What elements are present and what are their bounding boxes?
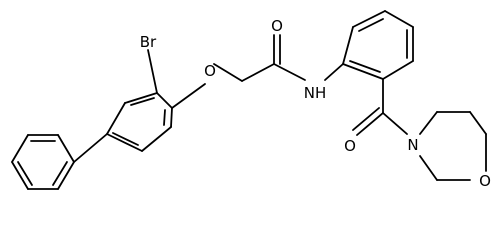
bond: [11, 134, 29, 163]
bond: [163, 109, 166, 126]
amide-carbonyl-oxygen-label: O: [271, 17, 283, 35]
bond: [52, 161, 68, 186]
bond: [352, 10, 386, 28]
bond: [419, 111, 438, 135]
bond: [382, 60, 414, 80]
bond: [106, 102, 126, 135]
molecule-diagram: Br O O NH O N O: [11, 10, 491, 190]
ketone-oxygen-label: O: [344, 137, 356, 155]
bond: [106, 133, 143, 152]
bond: [241, 63, 275, 82]
ether-oxygen-label: O: [204, 62, 216, 80]
bromine-label: Br: [140, 33, 157, 51]
morpholine-nitrogen-label: N: [407, 136, 418, 154]
bond: [156, 92, 173, 109]
amide-nh-label: NH: [304, 84, 327, 102]
bond: [469, 111, 487, 135]
morpholine-oxygen-label: O: [479, 172, 491, 190]
bond: [171, 83, 206, 109]
bond: [213, 63, 243, 82]
structure-canvas: Br O O NH O N O: [11, 10, 491, 190]
bond: [324, 63, 344, 81]
bond: [358, 18, 384, 32]
bond: [57, 161, 75, 190]
bond: [17, 161, 33, 186]
bond: [384, 10, 414, 28]
bond: [73, 133, 108, 163]
bond: [112, 132, 139, 146]
bond: [382, 112, 408, 135]
bond: [141, 126, 172, 152]
atom-group: Br O O NH O N O: [140, 17, 491, 190]
bond: [11, 161, 29, 190]
bond: [342, 26, 354, 65]
bond: [147, 49, 158, 94]
bond: [130, 97, 155, 106]
bond: [356, 112, 384, 136]
bond: [352, 107, 380, 131]
bond: [273, 63, 306, 81]
bond: [342, 63, 384, 80]
bond-group: [11, 10, 487, 190]
bond: [170, 107, 173, 128]
bond: [124, 92, 158, 104]
bond: [419, 155, 438, 181]
bond: [57, 134, 75, 163]
bond: [349, 60, 381, 73]
